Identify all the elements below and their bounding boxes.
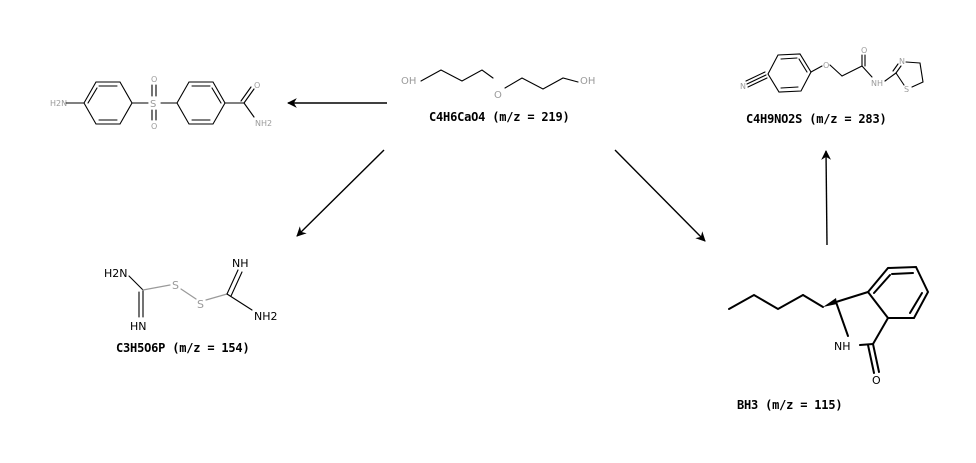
atom-oh-left: OH (401, 76, 416, 87)
arrow-to-isoindolinone (614, 149, 706, 242)
disulfide-molecule: H2N HN S S NH NH2 (104, 257, 278, 333)
atom-nh-right: NH (232, 257, 249, 270)
atom-hn-left: HN (130, 320, 147, 333)
atom-s-sulfone: S (150, 99, 156, 110)
label-isoindolinone-compound: BH3 (m/z = 115) (737, 398, 843, 412)
atom-o-sulfone-bottom: O (151, 122, 157, 131)
atom-h2n-left: H2N (104, 267, 128, 280)
center-molecule: OH O OH (401, 69, 595, 101)
atom-nh-amide: NH (871, 79, 883, 88)
atom-s-left: S (172, 279, 179, 292)
atom-o-sulfone-top: O (151, 75, 157, 84)
sulfone-molecule: H2N S O O O NH2 (50, 75, 272, 131)
atom-o-phenoxy: O (823, 61, 829, 70)
atom-nh2-amide: NH2 (255, 119, 272, 128)
atom-s-right: S (197, 298, 204, 311)
isoindolinone-molecule: NH O (728, 265, 930, 387)
wedge-bond (823, 298, 837, 307)
atom-s-thiazoline: S (904, 85, 909, 94)
atom-o-amide: O (254, 81, 260, 90)
arrow-to-thiazoline (821, 150, 831, 246)
atom-o-lactam: O (872, 374, 881, 387)
atom-nh2-right: NH2 (254, 310, 278, 323)
arrow-to-disulfide (296, 149, 385, 237)
atom-nh-lactam: NH (834, 340, 851, 353)
label-disulfide-compound: C3H5O6P (m/z = 154) (116, 341, 250, 355)
atom-h2n-sulfone: H2N (50, 99, 67, 108)
label-center-compound: C4H6CaO4 (m/z = 219) (429, 110, 570, 124)
thiazoline-molecule: N O O NH N S (740, 46, 924, 94)
atom-o-carbonyl: O (861, 46, 867, 55)
atom-oh-right: OH (580, 76, 595, 87)
atom-n-thiazoline: N (899, 57, 905, 66)
label-thiazoline-compound: C4H9NO2S (m/z = 283) (746, 112, 887, 126)
atom-o-ether: O (494, 90, 502, 101)
atom-n-nitrile: N (740, 82, 746, 91)
